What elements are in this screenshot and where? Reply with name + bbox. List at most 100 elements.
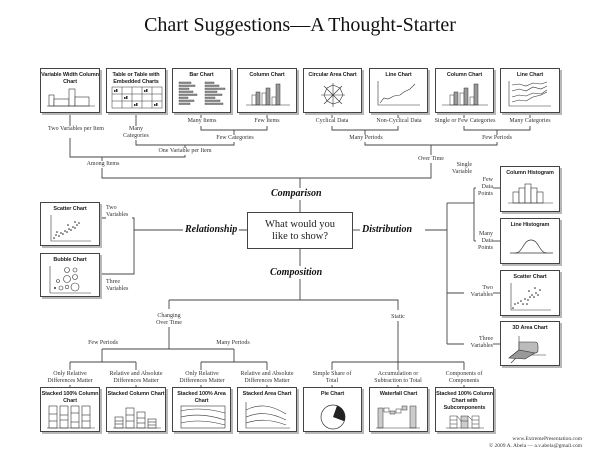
- stacked-100-area-chart-icon: [180, 405, 226, 429]
- 3d-area-chart-icon: [508, 336, 546, 364]
- label-many-data-points: Many Data Points: [476, 231, 493, 252]
- footer-copyright: © 2009 A. Abela — a.v.abela@gmail.com: [488, 443, 582, 449]
- stacked-100-column-chart-icon: [47, 405, 95, 429]
- label-components: Components of Components: [436, 371, 492, 385]
- footer: www.ExtremePresentation.com © 2009 A. Ab…: [489, 436, 582, 450]
- label-relative-absolute-2: Relative and Absolute Differences Matter: [234, 371, 300, 385]
- chart-card-title: Stacked 100% Column Chart with Subcompon…: [436, 391, 493, 411]
- label-static: Static: [386, 314, 410, 321]
- chart-card-table-embedded[interactable]: Table or Table with Embedded Charts: [106, 68, 166, 113]
- label-two-variables-per-item: Two Variables per Item: [48, 126, 104, 133]
- stacked-column-chart-icon: [113, 407, 161, 429]
- chart-card-title: Scatter Chart: [53, 206, 87, 212]
- label-accumulation: Accumulation or Subtraction to Total: [366, 371, 430, 385]
- chart-card-variable-width-column[interactable]: Variable Width Column Chart: [40, 68, 100, 113]
- table-embedded-charts-icon: [111, 86, 163, 109]
- stacked-area-chart-icon: [245, 402, 290, 429]
- chart-card-circular-area[interactable]: Circular Area Chart: [303, 68, 362, 113]
- chart-card-title: Line Chart: [516, 72, 544, 78]
- category-composition: Composition: [268, 267, 325, 278]
- chart-card-pie[interactable]: Pie Chart: [303, 387, 362, 432]
- category-relationship: Relationship: [183, 224, 240, 235]
- label-many-categories-2: Many Categories: [505, 118, 555, 125]
- category-comparison: Comparison: [269, 188, 324, 199]
- chart-card-3d-area[interactable]: 3D Area Chart: [500, 321, 560, 366]
- label-few-periods: Few Periods: [479, 135, 515, 142]
- category-distribution: Distribution: [360, 224, 415, 235]
- chart-card-line-chart[interactable]: Line Chart: [369, 68, 428, 113]
- chart-card-stacked-column[interactable]: Stacked Column Chart: [106, 387, 166, 432]
- pie-chart-icon: [320, 404, 346, 430]
- chart-card-title: Line Chart: [385, 72, 412, 78]
- chart-card-title: Column Chart: [446, 72, 483, 78]
- label-single-or-few-categories: Single or Few Categories: [434, 118, 496, 125]
- line-chart-icon: [377, 81, 420, 106]
- scatter-chart-icon: [510, 283, 551, 311]
- label-among-items: Among Items: [84, 161, 122, 168]
- label-changing-over-time: Changing Over Time: [152, 313, 186, 327]
- label-few-categories: Few Categories: [210, 135, 260, 142]
- label-few-items: Few Items: [250, 118, 284, 125]
- line-histogram-icon: [510, 239, 553, 254]
- bar-chart-icon: [178, 81, 226, 105]
- chart-card-title: Table or Table with Embedded Charts: [112, 72, 160, 85]
- multi-line-chart-icon: [508, 81, 551, 107]
- chart-card-title: Stacked 100% Column Chart: [41, 391, 99, 404]
- label-over-time: Over Time: [414, 156, 448, 163]
- chart-card-title: Circular Area Chart: [308, 72, 357, 78]
- bubble-chart-icon: [49, 266, 91, 294]
- circular-area-chart-icon: [321, 83, 345, 107]
- label-three-variables-rel: Three Variables: [106, 279, 132, 293]
- chart-card-bubble[interactable]: Bubble Chart: [40, 253, 100, 297]
- chart-card-column-histogram[interactable]: Column Histogram: [500, 166, 560, 212]
- chart-card-title: Stacked Area Chart: [242, 391, 292, 397]
- question-line-1: What would you: [265, 219, 335, 230]
- column-histogram-icon: [508, 183, 553, 204]
- chart-card-waterfall[interactable]: Waterfall Chart: [369, 387, 428, 432]
- label-one-variable-per-item: One Variable per Item: [142, 148, 228, 155]
- page-title: Chart Suggestions—A Thought-Starter: [144, 14, 456, 36]
- label-few-data-points: Few Data Points: [476, 177, 493, 198]
- chart-card-title: Stacked Column Chart: [107, 391, 165, 397]
- chart-card-title: Variable Width Column Chart: [41, 72, 99, 85]
- label-many-periods: Many Periods: [345, 135, 387, 142]
- scatter-chart-icon: [50, 215, 91, 242]
- label-two-variables-rel: Two Variables: [106, 205, 132, 219]
- chart-card-scatter-distribution[interactable]: Scatter Chart: [500, 270, 560, 316]
- chart-card-stacked-area[interactable]: Stacked Area Chart: [237, 387, 297, 432]
- label-three-variables-dist: Three Variables: [464, 336, 493, 350]
- label-simple-share: Simple Share of Total: [306, 371, 358, 385]
- chart-card-stacked-column-subcomponents[interactable]: Stacked 100% Column Chart with Subcompon…: [435, 387, 494, 432]
- chart-card-bar-chart[interactable]: Bar Chart: [172, 68, 231, 113]
- chart-card-title: Waterfall Chart: [379, 391, 418, 397]
- chart-card-scatter-relationship[interactable]: Scatter Chart: [40, 202, 100, 246]
- label-two-variables-dist: Two Variables: [464, 285, 493, 299]
- chart-card-multi-line-chart[interactable]: Line Chart: [500, 68, 560, 113]
- variable-width-column-chart-icon: [47, 88, 95, 107]
- waterfall-chart-icon: [376, 405, 420, 429]
- central-question-box: What would you like to show?: [247, 212, 353, 249]
- chart-card-title: Line Histogram: [510, 222, 550, 228]
- column-chart-icon: [442, 83, 488, 106]
- label-many-periods-comp: Many Periods: [210, 340, 256, 347]
- chart-card-title: Bubble Chart: [53, 257, 87, 263]
- question-line-2: like to show?: [272, 231, 328, 242]
- label-only-relative-2: Only Relative Differences Matter: [172, 371, 232, 385]
- chart-card-stacked-100-area[interactable]: Stacked 100% Area Chart: [172, 387, 231, 432]
- label-cyclical-data: Cyclical Data: [310, 118, 354, 125]
- stacked-column-subcomponents-icon: [446, 415, 484, 429]
- chart-card-title: Column Chart: [249, 72, 285, 78]
- chart-card-stacked-100-column[interactable]: Stacked 100% Column Chart: [40, 387, 100, 432]
- chart-card-title: 3D Area Chart: [512, 325, 548, 331]
- chart-card-title: Column Histogram: [506, 170, 554, 176]
- label-only-relative-1: Only Relative Differences Matter: [40, 371, 100, 385]
- label-relative-absolute-1: Relative and Absolute Differences Matter: [103, 371, 169, 385]
- chart-card-column-chart-2[interactable]: Column Chart: [435, 68, 494, 113]
- chart-card-title: Bar Chart: [189, 72, 214, 78]
- chart-card-title: Pie Chart: [320, 391, 345, 397]
- column-chart-icon: [246, 83, 290, 106]
- chart-card-line-histogram[interactable]: Line Histogram: [500, 218, 560, 264]
- label-few-periods-comp: Few Periods: [85, 340, 121, 347]
- chart-card-column-chart[interactable]: Column Chart: [237, 68, 297, 113]
